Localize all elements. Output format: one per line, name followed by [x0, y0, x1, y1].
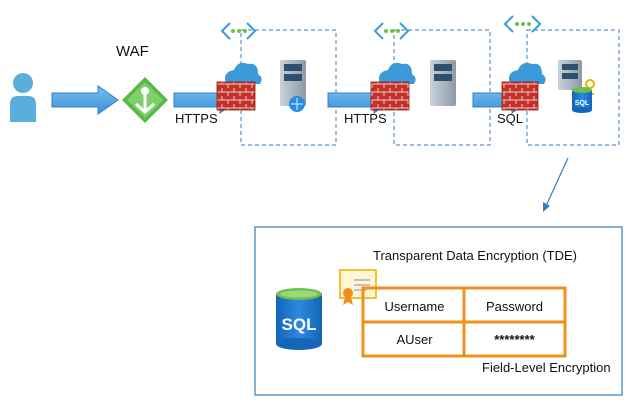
- firewall-icon: [370, 81, 410, 111]
- callout-connector-arrow: [543, 157, 569, 212]
- table-header-password: Password: [485, 298, 544, 314]
- https-label-web: HTTPS: [175, 111, 218, 126]
- table-header-username: Username: [384, 298, 445, 314]
- vnet-icon: [503, 15, 542, 33]
- sql-small-text: SQL: [575, 100, 590, 107]
- sql-database-small-icon: SQL: [572, 87, 592, 113]
- sql-database-icon: SQL: [276, 288, 322, 350]
- arrow-user-to-waf: [51, 85, 119, 115]
- table-cell-password: ********: [494, 331, 535, 347]
- sql-db-text: SQL: [282, 315, 317, 334]
- web-tier: [216, 22, 337, 146]
- encrypted-table: [361, 286, 567, 358]
- user-icon: [10, 73, 36, 122]
- firewall-icon: [216, 81, 256, 111]
- vnet-icon: [220, 22, 257, 40]
- cloud-icon: [225, 62, 262, 84]
- server-icon: [280, 60, 306, 112]
- server-icon: [558, 60, 582, 90]
- cloud-icon: [379, 62, 416, 84]
- vnet-icon: [373, 22, 410, 40]
- firewall-icon: [501, 81, 539, 111]
- server-icon: [430, 60, 456, 106]
- field-level-encryption-label: Field-Level Encryption: [482, 360, 611, 375]
- waf-label: WAF: [116, 43, 149, 60]
- data-tier-vnet-boundary: [526, 29, 620, 146]
- cloud-icon: [509, 62, 546, 84]
- table-cell-username: AUser: [396, 331, 433, 347]
- app-tier: [370, 22, 491, 146]
- sql-connection-label: SQL: [497, 111, 524, 126]
- data-tier: SQL: [501, 15, 620, 146]
- tde-label: Transparent Data Encryption (TDE): [373, 248, 577, 263]
- https-label-app: HTTPS: [344, 111, 387, 126]
- waf-icon: [122, 77, 168, 123]
